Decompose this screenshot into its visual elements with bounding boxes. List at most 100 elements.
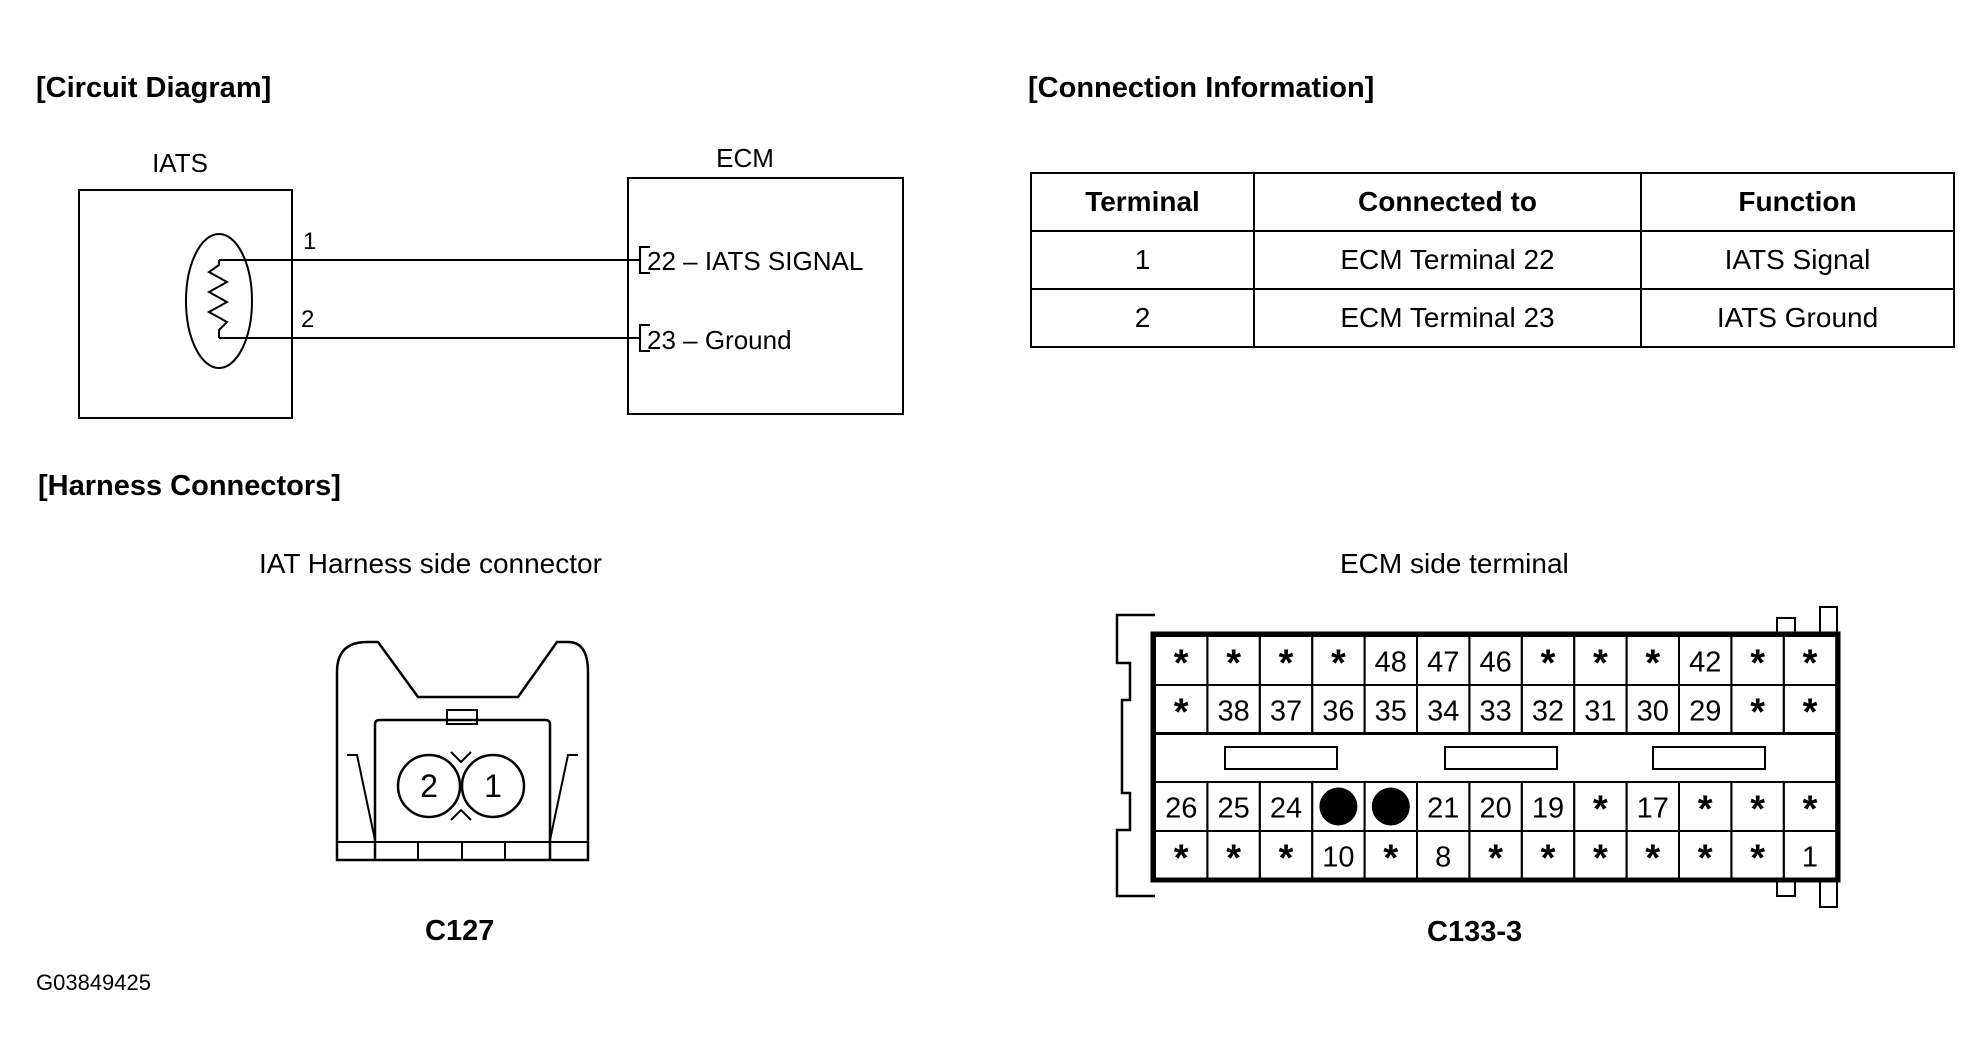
ecm-terminal-unused-mark: * xyxy=(1279,643,1294,685)
ecm-terminal-number: 38 xyxy=(1217,696,1249,728)
ecm-terminal-number: 17 xyxy=(1637,793,1669,825)
table-cell: 1 xyxy=(1030,230,1255,290)
ecm-terminal-number: 25 xyxy=(1217,793,1249,825)
ecm-terminal-unused-mark: * xyxy=(1593,789,1608,831)
ecm-connector-bottom-tab-2 xyxy=(1819,879,1838,908)
iat-connector-feet xyxy=(417,842,506,860)
iat-connector-latch xyxy=(446,709,478,725)
table-row: 1 ECM Terminal 22 IATS Signal xyxy=(1030,230,1955,290)
iat-pin-divider xyxy=(450,751,472,821)
ecm-terminal-number: 26 xyxy=(1165,793,1197,825)
harness-connectors-header: [Harness Connectors] xyxy=(38,470,341,502)
ecm-terminal-number: 1 xyxy=(1802,842,1818,874)
ecm-terminal-number: 47 xyxy=(1427,647,1459,679)
column-header: Function xyxy=(1640,172,1955,232)
ecm-terminal-title: ECM side terminal xyxy=(1340,548,1569,579)
ecm-terminal-number: 30 xyxy=(1637,696,1669,728)
ecm-terminal-number: 21 xyxy=(1427,793,1459,825)
thermistor-resistor-icon xyxy=(206,260,230,338)
column-header: Terminal xyxy=(1030,172,1255,232)
ecm-connector-left-bracket xyxy=(1115,613,1155,898)
iat-pin-1 xyxy=(460,753,526,819)
ecm-terminal-unused-mark: * xyxy=(1803,643,1818,685)
table-cell: ECM Terminal 22 xyxy=(1253,230,1642,290)
iat-harness-connector: 2 1 xyxy=(335,640,590,862)
ecm-terminal-unused-mark: * xyxy=(1541,643,1556,685)
ecm-terminal-number: 29 xyxy=(1689,696,1721,728)
ecm-terminal-number: 20 xyxy=(1479,793,1511,825)
ecm-pin-23-bracket xyxy=(639,324,650,352)
ecm-pin-23-label: 23 – Ground xyxy=(647,325,792,355)
ecm-connector-key-slot xyxy=(1444,746,1558,770)
ecm-pin-22-label: 22 – IATS SIGNAL xyxy=(647,246,863,276)
iat-connector-title: IAT Harness side connector xyxy=(259,548,602,579)
ecm-terminal-number: 46 xyxy=(1479,647,1511,679)
ecm-label: ECM xyxy=(716,143,774,173)
wire-2-pin-label: 2 xyxy=(301,306,314,333)
ecm-terminal-unused-mark: * xyxy=(1279,838,1294,880)
ecm-terminal-unused-mark: * xyxy=(1750,643,1765,685)
table-cell: IATS Ground xyxy=(1640,288,1955,348)
ecm-connector-top-tab-2 xyxy=(1819,606,1838,635)
ecm-terminal-number: 42 xyxy=(1689,647,1721,679)
table-cell: 2 xyxy=(1030,288,1255,348)
ecm-terminal-unused-mark: * xyxy=(1750,789,1765,831)
iats-sensor-box xyxy=(78,189,293,419)
ecm-terminal-unused-mark: * xyxy=(1541,838,1556,880)
ecm-terminal-used-pin-dot xyxy=(1371,787,1410,826)
iat-connector-inner xyxy=(373,718,552,860)
iat-connector-left-rib xyxy=(347,754,376,841)
ecm-connector-key-slot xyxy=(1652,746,1766,770)
wire-1-pin-label: 1 xyxy=(303,228,316,255)
connection-info-table: Terminal Connected to Function 1 ECM Ter… xyxy=(1030,172,1955,348)
ecm-terminal-unused-mark: * xyxy=(1750,692,1765,734)
ecm-terminal-number: 33 xyxy=(1479,696,1511,728)
ecm-terminal-number: 32 xyxy=(1532,696,1564,728)
table-cell: IATS Signal xyxy=(1640,230,1955,290)
ecm-terminal-number: 19 xyxy=(1532,793,1564,825)
ecm-terminal-number: 48 xyxy=(1375,647,1407,679)
ecm-terminal-unused-mark: * xyxy=(1226,643,1241,685)
ecm-terminal-unused-mark: * xyxy=(1803,789,1818,831)
iat-connector-housing xyxy=(335,640,590,862)
ecm-terminal-unused-mark: * xyxy=(1593,838,1608,880)
ecm-terminal-number: 8 xyxy=(1435,842,1451,874)
figure-id: G03849425 xyxy=(36,970,151,995)
ecm-terminal-unused-mark: * xyxy=(1488,838,1503,880)
ecm-terminal-unused-mark: * xyxy=(1698,789,1713,831)
table-header-row: Terminal Connected to Function xyxy=(1030,172,1955,232)
ecm-terminal-number: 36 xyxy=(1322,696,1354,728)
ecm-terminal-unused-mark: * xyxy=(1174,838,1189,880)
ecm-terminal-unused-mark: * xyxy=(1645,838,1660,880)
iat-pin-2 xyxy=(396,753,462,819)
ecm-terminal-unused-mark: * xyxy=(1383,838,1398,880)
table-cell: ECM Terminal 23 xyxy=(1253,288,1642,348)
ecm-terminal-unused-mark: * xyxy=(1174,692,1189,734)
ecm-terminal-number: 10 xyxy=(1322,842,1354,874)
iats-label: IATS xyxy=(152,148,208,178)
ecm-terminal-number: 37 xyxy=(1270,696,1302,728)
thermistor-oval xyxy=(185,233,253,369)
ecm-terminal-unused-mark: * xyxy=(1174,643,1189,685)
circuit-diagram-header: [Circuit Diagram] xyxy=(36,72,272,104)
ecm-terminal-code: C133-3 xyxy=(1427,916,1523,948)
ecm-connector-middle-band xyxy=(1154,732,1837,783)
ecm-connector-key-slot xyxy=(1224,746,1338,770)
ecm-terminal-cell xyxy=(1782,684,1838,735)
ecm-terminal-unused-mark: * xyxy=(1226,838,1241,880)
iat-connector-code: C127 xyxy=(425,915,495,947)
ecm-terminal-unused-mark: * xyxy=(1331,643,1346,685)
ecm-terminal-unused-mark: * xyxy=(1645,643,1660,685)
ecm-pin-22-bracket xyxy=(639,246,650,274)
ecm-box xyxy=(627,177,904,415)
ecm-terminal-cell xyxy=(1782,830,1838,881)
table-row: 2 ECM Terminal 23 IATS Ground xyxy=(1030,288,1955,348)
ecm-terminal-number: 31 xyxy=(1584,696,1616,728)
ecm-terminal-number: 34 xyxy=(1427,696,1459,728)
ecm-terminal-number: 24 xyxy=(1270,793,1302,825)
ecm-terminal-unused-mark: * xyxy=(1750,838,1765,880)
column-header: Connected to xyxy=(1253,172,1642,232)
iat-pin-2-label: 2 xyxy=(420,768,438,804)
